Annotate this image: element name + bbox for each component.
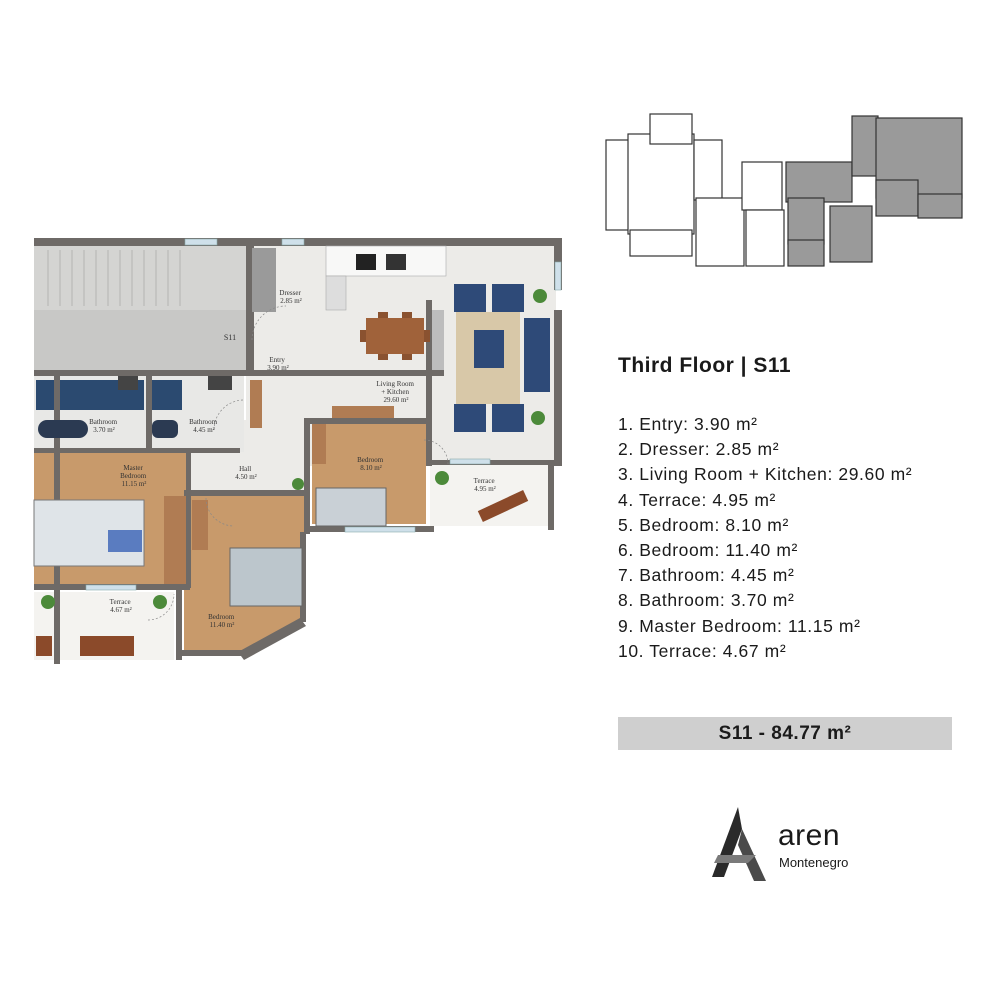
room-item: 3. Living Room + Kitchen: 29.60 m²: [618, 464, 913, 485]
room-item: 4. Terrace: 4.95 m²: [618, 489, 776, 510]
corridor: [34, 310, 246, 370]
floor-title: Third Floor | S11: [618, 354, 792, 377]
room-item: 2. Dresser: 2.85 m²: [618, 439, 780, 460]
bed-large: [229, 547, 303, 607]
logo-mark-icon: [712, 807, 766, 881]
dining-table: [366, 318, 424, 354]
logo-subtitle: Montenegro: [779, 855, 849, 870]
room-item: 8. Bathroom: 3.70 m²: [618, 590, 795, 611]
brand-logo: aren Montenegro: [708, 805, 878, 885]
room-item: 7. Bathroom: 4.45 m²: [618, 565, 795, 586]
label-terrace-right: Terrace 4.95 m²: [474, 477, 497, 493]
bed-small: [315, 487, 387, 527]
highlighted-unit: [785, 115, 963, 267]
label-bathroom-2: Bathroom 4.45 m²: [189, 418, 219, 434]
label-master-bedroom: Master Bedroom 11.15 m²: [120, 464, 148, 488]
stair-area: [34, 244, 246, 310]
sofas: [454, 284, 550, 432]
room-item: 1. Entry: 3.90 m²: [618, 414, 758, 434]
label-terrace-left: Terrace 4.67 m²: [110, 598, 133, 614]
label-s11: S11: [224, 333, 236, 342]
room-item: 9. Master Bedroom: 11.15 m²: [618, 615, 861, 636]
room-item: 5. Bedroom: 8.10 m²: [618, 514, 789, 535]
label-bathroom-1: Bathroom 3.70 m²: [89, 418, 119, 434]
total-area: S11 - 84.77 m²: [718, 722, 852, 744]
room-item: 10. Terrace: 4.67 m²: [618, 640, 787, 661]
label-hall: Hall 4.50 m²: [235, 465, 257, 481]
label-living-room: Living Room + Kitchen 29.60 m²: [376, 380, 415, 404]
label-bedroom-large: Bedroom 11.40 m²: [208, 613, 236, 629]
logo-name: aren: [778, 819, 841, 852]
label-bedroom-small: Bedroom 8.10 m²: [357, 456, 385, 472]
room-item: 6. Bedroom: 11.40 m²: [618, 540, 798, 561]
label-dresser: Dresser 2.85 m²: [279, 289, 302, 305]
room-list: 1. Entry: 3.90 m² 2. Dresser: 2.85 m² 3.…: [618, 412, 912, 664]
label-entry: Entry 3.90 m²: [267, 356, 289, 372]
total-area-bar: S11 - 84.77 m²: [618, 717, 952, 750]
